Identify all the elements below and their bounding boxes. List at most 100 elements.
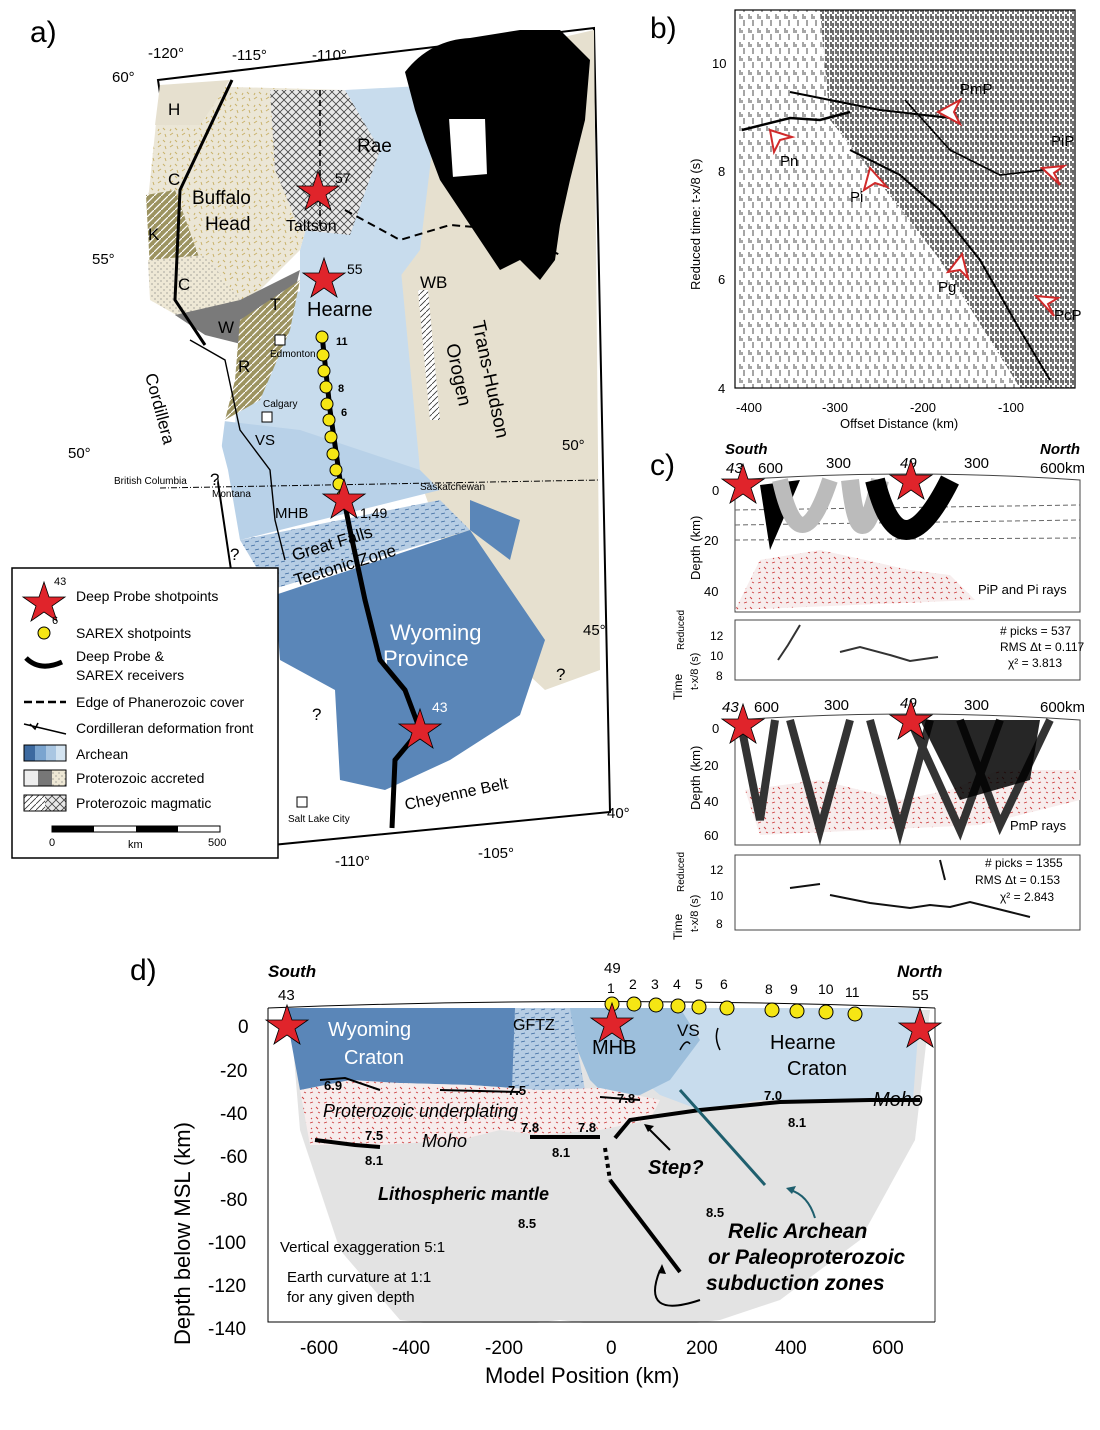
d-label-mantle: Lithospheric mantle [378,1184,549,1204]
legend-dot-icon [37,626,51,640]
lon-label-110-bottom: -110° [335,853,370,870]
label-taltson: Taltson [286,218,337,235]
vel-75b: 7.5 [365,1128,383,1143]
label-province: Province [383,646,469,671]
c-rays-grey-1 [772,477,838,533]
legend-star-num: 43 [54,576,66,588]
map-legend: 43 Deep Probe shotpoints 6 SAREX shotpoi… [11,567,279,859]
panel-a-letter: a) [30,16,57,49]
legend-deep-probe: Deep Probe shotpoints [76,588,218,604]
c-lower-rays-label: PmP rays [1010,818,1067,833]
lat-label-50-left: 50° [68,445,91,462]
c-lower-stat-rms: RMS Δt = 0.153 [975,873,1060,887]
c-lower-t8: 8 [716,917,723,931]
border-49n [159,479,601,489]
subduction-line-2 [678,1088,767,1187]
d-sarex-dot [818,1004,834,1020]
pg-pick [849,149,1051,381]
d-sarex-num: 6 [720,976,728,992]
c-pmp-rays [736,718,1054,846]
gftz-region [510,1008,585,1090]
d-xtick: 0 [606,1338,617,1359]
legend-sarex: SAREX shotpoints [76,625,191,641]
shotpoint-label-57: 57 [335,170,351,186]
legend-proterozoic-magmatic: Proterozoic magmatic [76,795,211,811]
panel-c-letter: c) [650,449,675,482]
c-upper-stat-chi: χ² = 3.813 [1008,656,1062,670]
scale-0: 0 [49,837,55,849]
d-label-ec-2: for any given depth [287,1289,415,1306]
label-vs: VS [255,432,275,449]
scale-km: km [128,839,143,851]
phase-pmp: PmP [960,81,993,98]
subduction-dashed [603,1147,612,1181]
d-sarex-dot [626,996,642,1012]
d-ytick: -20 [220,1061,247,1082]
lat-label-55: 55° [92,251,115,268]
label-r: R [238,357,250,376]
lon-label-105: -105° [478,845,514,862]
vel-85a: 8.5 [518,1216,536,1231]
question-1: ? [210,470,219,489]
label-c-upper: C [168,170,180,189]
legend-cordilleran: Cordilleran deformation front [76,720,254,736]
shotpoint-label-49: 1,49 [360,505,387,521]
d-sarex-num: 9 [790,981,798,997]
label-wb: WB [420,273,447,292]
d-yaxis-ticks: 0 -20 -40 -60 -80 -100 -120 -140 [208,1017,249,1340]
phase-pi: Pi [850,189,863,206]
c-upper-stat-picks: # picks = 537 [1000,624,1071,638]
b-xtick-100: -100 [998,400,1024,415]
c-lower-reduced-label: Reduced [676,852,687,892]
wyoming-craton-region [285,1008,515,1090]
c-terrane [148,255,240,320]
vel-78c: 7.8 [578,1120,596,1135]
scale-500: 500 [208,837,226,849]
major-boundary [173,79,234,346]
lat-label-50-right: 50° [562,437,585,454]
vel-69: 6.9 [324,1078,342,1093]
d-label-craton-2: Craton [787,1058,847,1080]
d-sarex-dot [648,997,664,1013]
cross-section-body [285,1008,930,1323]
phase-pcp: PcP [1054,307,1082,324]
vel-78a: 7.8 [617,1091,635,1106]
d-xtick: 600 [872,1338,904,1359]
d-ytick: -100 [208,1233,246,1254]
c-lower-time-box [734,854,1081,931]
c2-tick-300b: 300 [964,697,989,714]
label-mhb: MHB [275,505,308,522]
c-lower-tx-label: t-x/8 (s) [689,895,701,932]
shotpoint-star-43 [397,707,443,750]
c-lower-picks [789,859,1031,918]
b-xtick-200: -200 [910,400,936,415]
c-star-49 [888,458,934,501]
c-upper-tx-label: t-x/8 (s) [689,653,701,690]
d-label-relic-1: Relic Archean [728,1220,867,1243]
d-ytick: -40 [220,1104,247,1125]
d-label-step: Step? [648,1157,704,1179]
h-terrane [155,80,230,125]
b-xlabel: Offset Distance (km) [840,416,958,431]
d-axes [267,1008,935,1323]
question-4: ? [556,665,565,684]
d-ytick: 0 [238,1017,249,1038]
question-3: ? [312,705,321,724]
mid-crust-boundary [319,1076,641,1101]
label-british-columbia: British Columbia [114,476,187,487]
c-upper-picks [777,624,939,663]
legend-phanerozoic: Edge of Phanerozoic cover [76,694,244,710]
d-xlabel: Model Position (km) [485,1363,679,1388]
phase-pn: Pn [780,153,798,170]
arrow-pmp [935,97,963,127]
cordilleran-front [189,339,286,561]
edmonton-marker [274,334,286,346]
pip-pick [904,99,1061,176]
legend-receivers-2: SAREX receivers [76,667,184,683]
step-arrow-shaft [647,1127,671,1151]
pn-pick [741,110,851,132]
taltson-zone [270,90,380,235]
c2-star-43 [720,702,766,745]
d-sarex-num: 10 [818,981,834,997]
